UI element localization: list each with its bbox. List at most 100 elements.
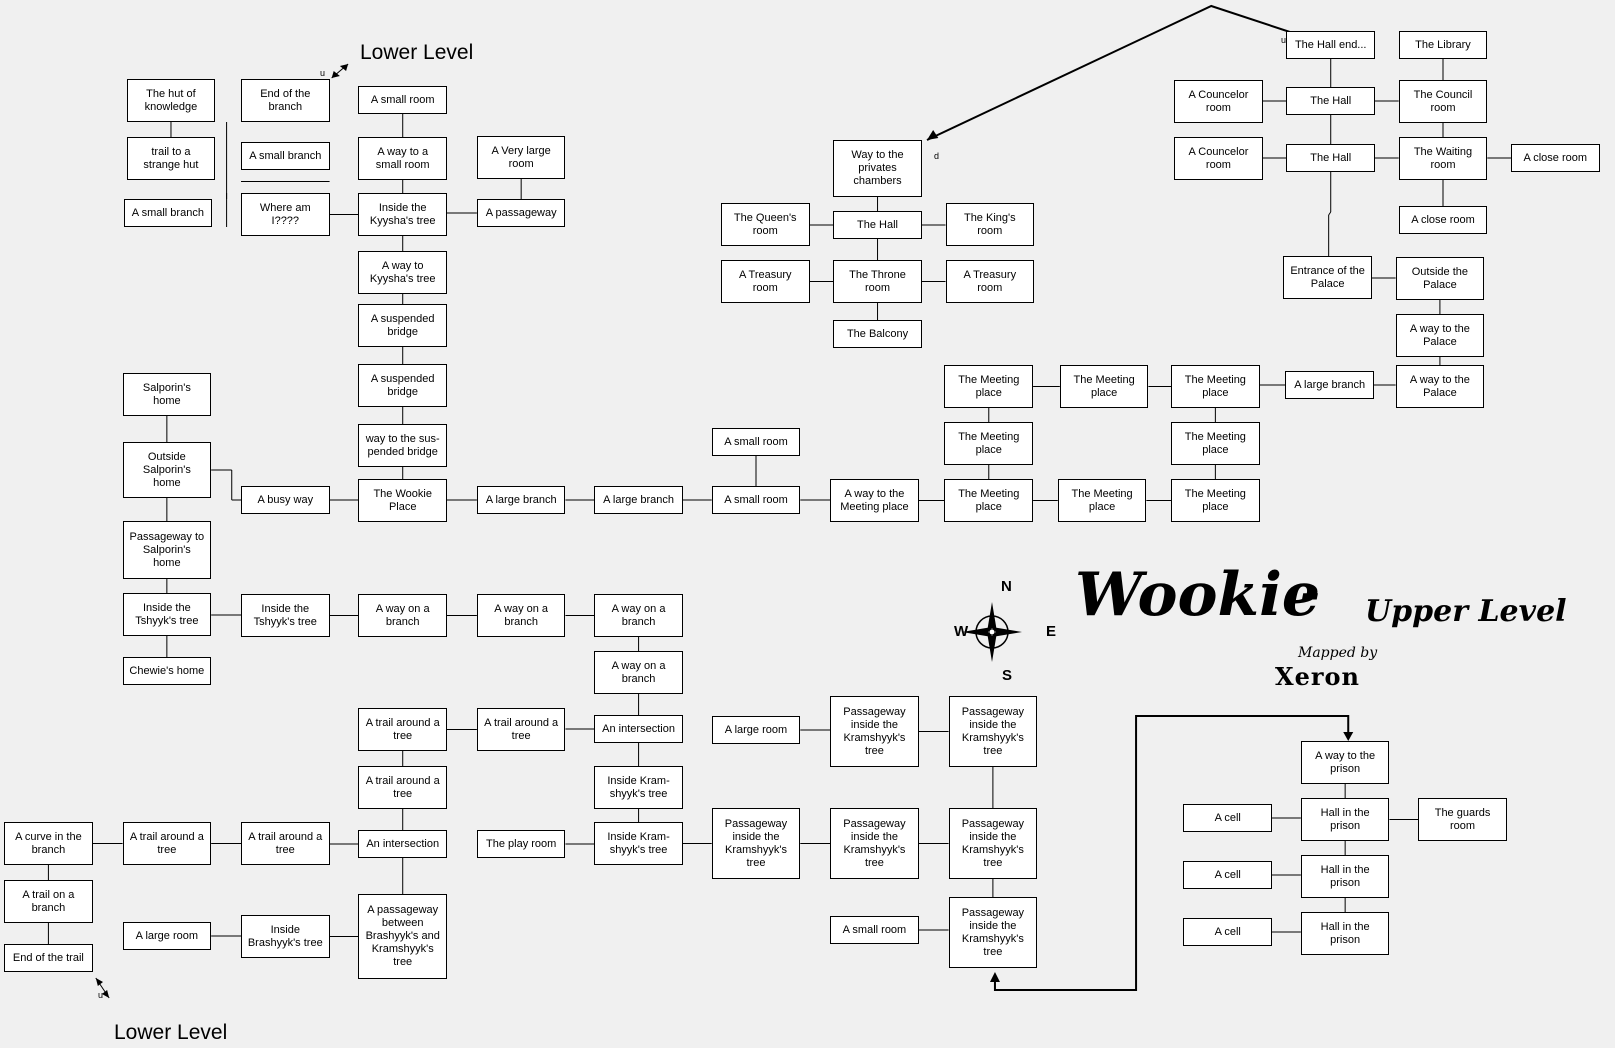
- room-busy-way[interactable]: A busy way: [241, 486, 330, 514]
- room-queen-room[interactable]: The Queen's room: [720, 203, 810, 246]
- room-intersection-1[interactable]: An intersection: [594, 715, 683, 743]
- room-way-privates[interactable]: Way to the privates chambers: [833, 140, 922, 197]
- room-way-palace-2[interactable]: A way to the Palace: [1395, 314, 1485, 357]
- room-hall-prison-2[interactable]: Hall in the prison: [1300, 855, 1390, 898]
- room-way-meeting[interactable]: A way to the Meeting place: [830, 479, 919, 522]
- room-way-palace-1[interactable]: A way to the Palace: [1395, 365, 1485, 408]
- room-way-branch-2[interactable]: A way on a branch: [476, 594, 566, 637]
- room-pk-2[interactable]: Passageway inside the Kramshyyk's tree: [948, 696, 1038, 767]
- room-large-branch-3[interactable]: A large branch: [1285, 371, 1374, 399]
- room-hall-1[interactable]: The Hall: [1286, 87, 1375, 115]
- room-close-room-1[interactable]: A close room: [1510, 144, 1600, 172]
- room-balcony[interactable]: The Balcony: [833, 320, 922, 348]
- lower-level-label-bottom[interactable]: Lower Level: [114, 1021, 228, 1044]
- room-library[interactable]: The Library: [1398, 31, 1488, 59]
- room-meet-5[interactable]: The Meeting place: [1171, 422, 1260, 465]
- room-way-susp-bridge[interactable]: way to the sus- pended bridge: [358, 424, 447, 467]
- room-small-room-mid[interactable]: A small room: [711, 486, 801, 514]
- room-way-branch-4[interactable]: A way on a branch: [594, 651, 683, 694]
- room-large-room-mid[interactable]: A large room: [711, 716, 801, 744]
- room-cell-2[interactable]: A cell: [1183, 861, 1272, 889]
- room-meet-1[interactable]: The Meeting place: [944, 365, 1034, 408]
- room-treasury-2[interactable]: A Treasury room: [945, 260, 1035, 303]
- room-passageway-top[interactable]: A passageway: [476, 199, 566, 227]
- room-throne-room[interactable]: The Throne room: [833, 260, 922, 303]
- room-small-branch-b[interactable]: A small branch: [123, 199, 213, 227]
- room-king-room[interactable]: The King's room: [945, 203, 1035, 246]
- room-treasury-1[interactable]: A Treasury room: [720, 260, 810, 303]
- room-play-room[interactable]: The play room: [476, 830, 566, 858]
- room-pk-3[interactable]: Passageway inside the Kramshyyk's tree: [711, 808, 801, 879]
- room-councelor-1[interactable]: A Councelor room: [1174, 80, 1263, 123]
- room-hall-2[interactable]: The Hall: [1286, 144, 1375, 172]
- room-way-kyysha[interactable]: A way to Kyysha's tree: [358, 251, 447, 294]
- room-meet-8[interactable]: The Meeting place: [1171, 479, 1260, 522]
- room-entrance-palace[interactable]: Entrance of the Palace: [1283, 256, 1372, 299]
- room-way-branch-1[interactable]: A way on a branch: [358, 594, 447, 637]
- room-trail-strange-hut[interactable]: trail to a strange hut: [126, 137, 216, 180]
- room-cell-3[interactable]: A cell: [1183, 918, 1272, 946]
- room-guards-room[interactable]: The guards room: [1418, 798, 1507, 841]
- compass: [952, 580, 1032, 670]
- room-small-room-mid-top[interactable]: A small room: [711, 428, 801, 456]
- room-hall-prison-3[interactable]: Hall in the prison: [1300, 912, 1390, 955]
- room-meet-6[interactable]: The Meeting place: [944, 479, 1034, 522]
- room-curve-branch[interactable]: A curve in the branch: [4, 822, 93, 865]
- room-susp-bridge-1[interactable]: A suspended bridge: [358, 304, 447, 347]
- room-waiting-room[interactable]: The Waiting room: [1398, 137, 1488, 180]
- room-hut-knowledge[interactable]: The hut of knowledge: [126, 79, 216, 122]
- room-trail-tree-5[interactable]: A trail around a tree: [241, 822, 330, 865]
- lower-level-label-top[interactable]: Lower Level: [360, 41, 474, 64]
- room-meet-4[interactable]: The Meeting place: [944, 422, 1034, 465]
- room-hall-prison-1[interactable]: Hall in the prison: [1300, 798, 1390, 841]
- room-hall-end[interactable]: The Hall end...: [1286, 31, 1375, 59]
- room-susp-bridge-2[interactable]: A suspended bridge: [358, 364, 447, 407]
- room-end-branch[interactable]: End of the branch: [241, 79, 330, 122]
- room-intersection-2[interactable]: An intersection: [358, 830, 447, 858]
- room-wookie-place[interactable]: The Wookie Place: [358, 479, 447, 522]
- room-inside-tshyyk-2[interactable]: Inside the Tshyyk's tree: [241, 594, 330, 637]
- room-chewie-home[interactable]: Chewie's home: [122, 657, 212, 685]
- connector: [1328, 211, 1332, 216]
- room-trail-tree-1[interactable]: A trail around a tree: [358, 708, 447, 751]
- room-trail-tree-3[interactable]: A trail around a tree: [358, 766, 447, 809]
- room-close-room-2[interactable]: A close room: [1398, 206, 1488, 234]
- room-passage-salporin[interactable]: Passageway to Salporin's home: [122, 521, 212, 579]
- room-pk-6[interactable]: Passageway inside the Kramshyyk's tree: [948, 897, 1038, 968]
- room-end-trail[interactable]: End of the trail: [4, 944, 93, 972]
- room-inside-kram-1[interactable]: Inside Kram- shyyk's tree: [594, 766, 683, 809]
- room-very-large-room[interactable]: A Very large room: [476, 136, 566, 179]
- room-way-prison[interactable]: A way to the prison: [1300, 741, 1390, 784]
- room-small-room-top[interactable]: A small room: [358, 86, 447, 114]
- room-meet-7[interactable]: The Meeting place: [1057, 479, 1147, 522]
- room-small-room-bot[interactable]: A small room: [830, 916, 919, 944]
- room-councelor-2[interactable]: A Councelor room: [1174, 137, 1263, 180]
- room-meet-3[interactable]: The Meeting place: [1171, 365, 1260, 408]
- room-large-room-bot[interactable]: A large room: [122, 922, 212, 950]
- room-outside-palace[interactable]: Outside the Palace: [1395, 257, 1485, 300]
- room-way-branch-3[interactable]: A way on a branch: [594, 594, 683, 637]
- level-link-arrow: [926, 4, 1315, 141]
- room-hall-royal[interactable]: The Hall: [833, 211, 922, 239]
- room-trail-tree-4[interactable]: A trail around a tree: [122, 822, 212, 865]
- room-where-am-i[interactable]: Where am I????: [241, 193, 330, 236]
- room-small-branch-a[interactable]: A small branch: [241, 142, 330, 170]
- room-cell-1[interactable]: A cell: [1183, 804, 1272, 832]
- room-trail-tree-2[interactable]: A trail around a tree: [476, 708, 566, 751]
- room-inside-kyysha[interactable]: Inside the Kyysha's tree: [358, 193, 447, 236]
- room-trail-branch[interactable]: A trail on a branch: [4, 880, 93, 923]
- room-inside-tshyyk-1[interactable]: Inside the Tshyyk's tree: [122, 593, 212, 636]
- room-large-branch-1[interactable]: A large branch: [476, 486, 566, 514]
- room-inside-kram-2[interactable]: Inside Kram- shyyk's tree: [594, 822, 683, 865]
- room-pk-1[interactable]: Passageway inside the Kramshyyk's tree: [830, 696, 919, 767]
- room-council-room[interactable]: The Council room: [1398, 80, 1488, 123]
- room-pk-5[interactable]: Passageway inside the Kramshyyk's tree: [948, 808, 1038, 879]
- room-pk-4[interactable]: Passageway inside the Kramshyyk's tree: [830, 808, 919, 879]
- room-salporin-home[interactable]: Salporin's home: [122, 373, 212, 416]
- room-way-small-room[interactable]: A way to a small room: [358, 137, 447, 180]
- room-inside-brashyyk[interactable]: Inside Brashyyk's tree: [241, 915, 330, 958]
- room-outside-salporin[interactable]: Outside Salporin's home: [122, 442, 212, 498]
- room-meet-2[interactable]: The Meeting place: [1059, 365, 1149, 408]
- room-large-branch-2[interactable]: A large branch: [594, 486, 683, 514]
- room-passage-between[interactable]: A passageway between Brashyyk's and Kram…: [358, 894, 447, 979]
